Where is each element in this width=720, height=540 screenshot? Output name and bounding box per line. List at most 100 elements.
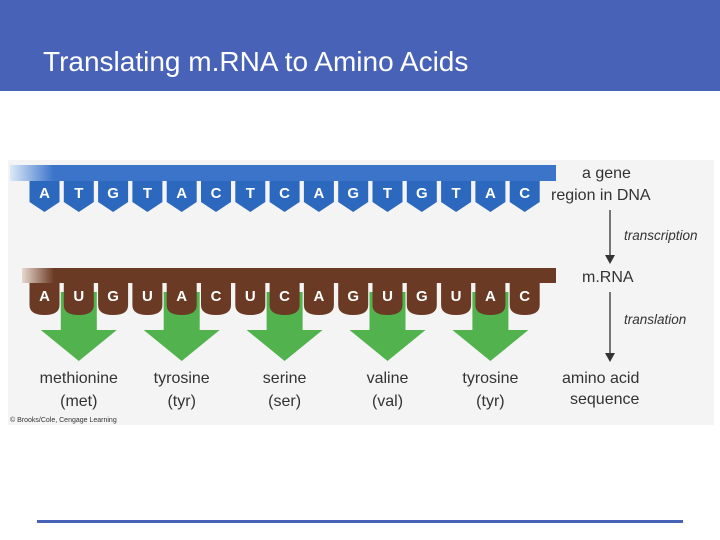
dna-base: A [475,181,506,212]
mrna-base: C [269,283,300,315]
mrna-base-letter: C [279,288,290,305]
mrna-base-letter: U [245,288,256,305]
dna-base-letter: T [74,185,83,202]
dna-base-letter: C [211,185,222,202]
amino-acid-name: methionine [40,370,118,387]
dna-base-letter: A [176,185,187,202]
dna-base: A [303,181,334,212]
mrna-base: C [509,283,540,315]
amino-acid-abbreviation: (val) [372,393,403,410]
amino-acid-abbreviation: (ser) [268,393,301,410]
slide-title: Translating m.RNA to Amino Acids [43,46,469,77]
mrna-base: A [29,283,60,315]
mrna-base-letter: A [485,288,496,305]
mrna-label: m.RNA [582,269,634,286]
amino-acid: valine (val) [367,370,409,410]
title-bar [0,0,720,91]
transcription-translation-figure: A T G T A C T C A G T G T A C A U G U A C U C A G U G U A C methioni… [8,160,714,425]
mrna-base-letter: U [142,288,153,305]
codon-arrow [40,292,117,361]
transcription-arrowhead [605,255,615,264]
mrna-base-letter: U [451,288,462,305]
footer-divider [37,520,683,523]
dna-base: C [509,181,540,212]
mrna-base: G [98,283,129,315]
dna-backbone [10,165,556,181]
mrna-base: U [132,283,163,315]
mrna-base-letter: C [211,288,222,305]
mrna-base: U [63,283,94,315]
dna-base: T [235,181,266,212]
amino-acid: serine (ser) [263,370,307,410]
dna-base: A [29,181,60,212]
mrna-base-letter: U [382,288,393,305]
amino-acid-labels: methionine (met) tyrosine (tyr) serine (ser) v… [40,370,519,410]
mrna-base-letter: U [73,288,84,305]
dna-base: T [132,181,163,212]
codon-arrow [246,292,323,361]
mrna-base: U [235,283,266,315]
gene-label-line1: a gene [582,165,631,182]
mrna-base: A [475,283,506,315]
mrna-base-letter: G [416,288,428,305]
dna-base-letter: T [383,185,392,202]
amino-acid: tyrosine (tyr) [462,370,518,410]
mrna-base-letter: A [313,288,324,305]
amino-acid-abbreviation: (tyr) [476,393,504,410]
codon-arrows [40,292,529,361]
dna-base: C [269,181,300,212]
amino-sequence-label-line1: amino acid [562,370,639,387]
translation-arrowhead [605,353,615,362]
dna-base-letter: C [519,185,530,202]
dna-base-letter: T [143,185,152,202]
amino-acid: tyrosine (tyr) [154,370,210,410]
dna-base: G [338,181,369,212]
translation-label: translation [624,312,686,327]
mrna-base: U [441,283,472,315]
mrna-base-letter: A [39,288,50,305]
dna-base-letter: A [485,185,496,202]
amino-acid-name: tyrosine [462,370,518,387]
amino-acid-name: valine [367,370,409,387]
dna-base: G [98,181,129,212]
dna-base-letter: G [347,185,359,202]
amino-acid-name: tyrosine [154,370,210,387]
mrna-base: G [338,283,369,315]
copyright-credit: © Brooks/Cole, Cengage Learning [10,416,117,424]
amino-acid: methionine (met) [40,370,118,410]
mrna-base-letter: G [107,288,119,305]
dna-base-letter: G [416,185,428,202]
mrna-base: G [406,283,437,315]
mrna-base: A [166,283,197,315]
dna-base-letter: T [246,185,255,202]
mrna-base-letter: A [176,288,187,305]
mrna-base: U [372,283,403,315]
dna-base-letter: C [279,185,290,202]
amino-acid-name: serine [263,370,307,387]
dna-base: T [63,181,94,212]
dna-base-letter: A [313,185,324,202]
mrna-backbone [22,268,556,283]
transcription-label: transcription [624,228,698,243]
dna-base: A [166,181,197,212]
amino-acid-abbreviation: (met) [60,393,97,410]
amino-acid-abbreviation: (tyr) [167,393,195,410]
codon-arrow [452,292,529,361]
codon-arrow [349,292,426,361]
mrna-base-letter: C [519,288,530,305]
dna-base-letter: T [452,185,461,202]
dna-base: G [406,181,437,212]
dna-base: T [372,181,403,212]
dna-base-letter: G [107,185,119,202]
mrna-base-letter: G [347,288,359,305]
mrna-base: C [201,283,231,315]
dna-base-letter: A [39,185,50,202]
mrna-base: A [303,283,334,315]
gene-label-line2: region in DNA [551,187,651,204]
dna-base: T [441,181,472,212]
amino-sequence-label-line2: sequence [570,391,639,408]
codon-arrow [143,292,220,361]
dna-base: C [201,181,231,212]
